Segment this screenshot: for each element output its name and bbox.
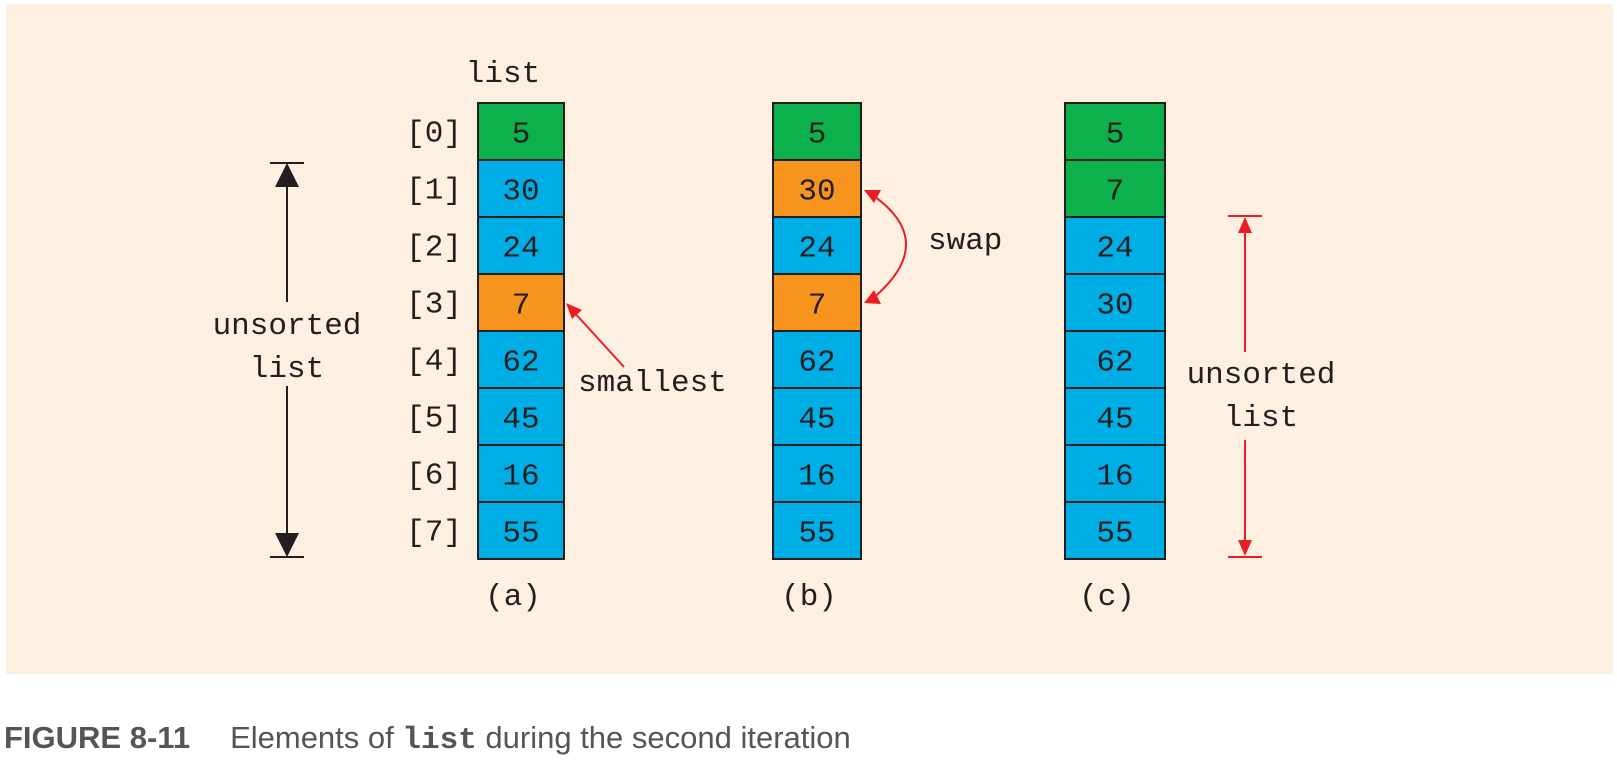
index-label: [3] bbox=[406, 288, 462, 323]
cell-value: 5 bbox=[808, 118, 827, 153]
cell-value: 45 bbox=[502, 403, 539, 438]
array-cell bbox=[477, 273, 565, 332]
swap-pointer: swap bbox=[864, 190, 1002, 304]
selection-sort-diagram: list [0] [1] [2] [3] [4] [5] [6] [7] 5 30 24 7 62 45… bbox=[213, 57, 1336, 615]
cell-value: 16 bbox=[1096, 460, 1133, 495]
array-cell bbox=[1064, 444, 1166, 503]
array-a: 5 30 24 7 62 45 16 55 (a) bbox=[477, 102, 565, 615]
array-cell bbox=[1064, 216, 1166, 275]
smallest-pointer: smallest bbox=[566, 303, 727, 401]
up-arrow-icon bbox=[275, 163, 299, 187]
red-arrow-icon bbox=[864, 190, 881, 203]
array-cell bbox=[477, 501, 565, 560]
array-cell bbox=[772, 501, 862, 560]
caption-code: list bbox=[402, 723, 477, 758]
figure-caption: FIGURE 8-11 Elements of list during the s… bbox=[4, 720, 851, 760]
caption-text-after: during the second iteration bbox=[476, 720, 851, 755]
array-cell bbox=[477, 102, 565, 161]
array-caption: (b) bbox=[781, 580, 837, 615]
left-unsorted-bracket: unsorted list bbox=[213, 162, 362, 558]
smallest-label: smallest bbox=[578, 366, 727, 401]
array-cell bbox=[477, 387, 565, 446]
cell-value: 62 bbox=[502, 346, 539, 381]
cell-value: 30 bbox=[1096, 289, 1133, 324]
left-bracket-label-line2: list bbox=[250, 352, 324, 387]
down-arrow-icon bbox=[275, 533, 299, 557]
array-cell bbox=[477, 159, 565, 218]
cell-value: 7 bbox=[1106, 175, 1125, 210]
index-label: [1] bbox=[406, 174, 462, 209]
cell-value: 55 bbox=[1096, 517, 1133, 552]
red-arrow-icon bbox=[566, 303, 582, 319]
right-bracket-label-line2: list bbox=[1224, 401, 1298, 436]
array-cell bbox=[1064, 273, 1166, 332]
arrays: 5 30 24 7 62 45 16 55 (a) 5 30 24 7 62 45 16 55 (b) 5 7 24 30… bbox=[477, 102, 1166, 615]
cell-value: 62 bbox=[1096, 346, 1133, 381]
cell-value: 16 bbox=[798, 460, 835, 495]
array-b: 5 30 24 7 62 45 16 55 (b) bbox=[772, 102, 862, 615]
cell-value: 5 bbox=[512, 118, 531, 153]
array-cell bbox=[772, 216, 862, 275]
down-arrow-icon bbox=[1238, 540, 1252, 556]
right-unsorted-bracket: unsorted list bbox=[1187, 215, 1336, 558]
cell-value: 7 bbox=[512, 289, 531, 324]
cell-value: 45 bbox=[798, 403, 835, 438]
index-label: [2] bbox=[406, 231, 462, 266]
list-title: list bbox=[466, 57, 540, 92]
cell-value: 24 bbox=[798, 232, 835, 267]
cell-value: 5 bbox=[1106, 118, 1125, 153]
array-caption: (a) bbox=[485, 580, 541, 615]
array-cell bbox=[772, 387, 862, 446]
cell-value: 30 bbox=[502, 175, 539, 210]
array-cell bbox=[1064, 501, 1166, 560]
index-label: [6] bbox=[406, 459, 462, 494]
array-cell bbox=[1064, 387, 1166, 446]
array-cell bbox=[1064, 159, 1166, 218]
cell-value: 55 bbox=[798, 517, 835, 552]
left-bracket-label-line1: unsorted bbox=[213, 309, 362, 344]
cell-value: 62 bbox=[798, 346, 835, 381]
cell-value: 7 bbox=[808, 289, 827, 324]
cell-value: 55 bbox=[502, 517, 539, 552]
index-label: [0] bbox=[406, 117, 462, 152]
cell-value: 45 bbox=[1096, 403, 1133, 438]
right-bracket-label-line1: unsorted bbox=[1187, 358, 1336, 393]
array-c: 5 7 24 30 62 45 16 55 (c) bbox=[1064, 102, 1166, 615]
cell-value: 24 bbox=[1096, 232, 1133, 267]
array-cell bbox=[1064, 102, 1166, 161]
cell-value: 16 bbox=[502, 460, 539, 495]
cell-value: 24 bbox=[502, 232, 539, 267]
array-cell bbox=[772, 159, 862, 218]
caption-text-before: Elements of bbox=[230, 720, 403, 755]
swap-label: swap bbox=[928, 224, 1002, 259]
figure-number: FIGURE 8-11 bbox=[4, 720, 191, 755]
array-cell bbox=[1064, 330, 1166, 389]
index-label: [7] bbox=[406, 516, 462, 551]
figure-panel: list [0] [1] [2] [3] [4] [5] [6] [7] 5 30 24 7 62 45… bbox=[6, 4, 1613, 674]
up-arrow-icon bbox=[1238, 217, 1252, 233]
index-labels: [0] [1] [2] [3] [4] [5] [6] [7] bbox=[406, 117, 462, 551]
array-cell bbox=[772, 273, 862, 332]
red-arrow-icon bbox=[864, 290, 881, 304]
index-label: [5] bbox=[406, 402, 462, 437]
index-label: [4] bbox=[406, 345, 462, 380]
array-caption: (c) bbox=[1079, 580, 1135, 615]
cell-value: 30 bbox=[798, 175, 835, 210]
